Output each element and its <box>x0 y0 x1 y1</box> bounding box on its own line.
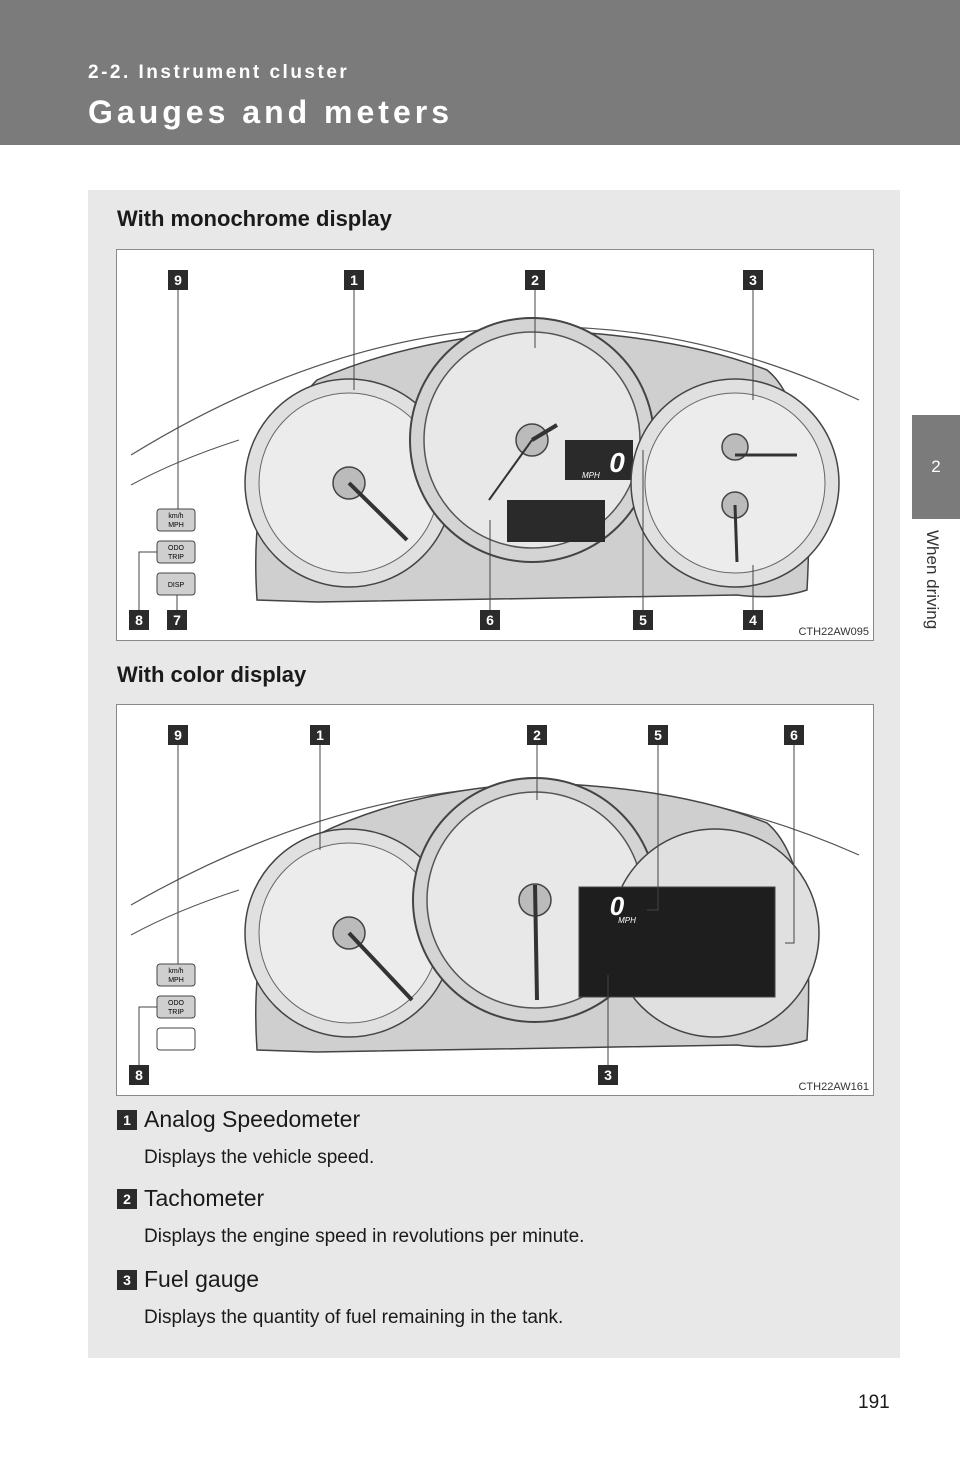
page-header: 2-2. Instrument cluster Gauges and meter… <box>0 0 960 145</box>
figure-color: 0 MPH km/h MPH ODO TRIP 9 1 2 5 <box>116 704 874 1096</box>
page-title: Gauges and meters <box>88 94 453 130</box>
button-disp[interactable]: DISP <box>168 582 185 589</box>
item-desc-speedometer: Displays the vehicle speed. <box>144 1147 375 1168</box>
callout-4: 4 <box>749 612 757 628</box>
button-odo[interactable]: ODO <box>168 1000 185 1007</box>
cluster-illustration-color: 0 MPH km/h MPH ODO TRIP 9 1 2 5 <box>129 725 860 1085</box>
figure-heading-color: With color display <box>117 662 307 687</box>
button-trip[interactable]: TRIP <box>168 1009 184 1016</box>
callout-6: 6 <box>486 612 494 628</box>
speed-unit: MPH <box>618 916 636 925</box>
chapter-label: When driving <box>923 530 942 630</box>
button-odo[interactable]: ODO <box>168 545 185 552</box>
callout-1: 1 <box>316 727 324 743</box>
button-mph[interactable]: MPH <box>168 977 184 984</box>
callout-2: 2 <box>531 272 539 288</box>
callout-6: 6 <box>790 727 798 743</box>
callout-7: 7 <box>173 612 181 628</box>
speed-unit: MPH <box>582 471 600 480</box>
button-kmh[interactable]: km/h <box>168 513 183 520</box>
figure-code: CTH22AW095 <box>798 626 869 638</box>
cluster-illustration-monochrome: 0 MPH km/h MPH ODO TRIP DISP <box>129 270 860 630</box>
item-marker: 3 <box>117 1270 137 1290</box>
item-title-speedometer: Analog Speedometer <box>144 1106 361 1132</box>
speed-readout: 0 <box>609 447 625 478</box>
item-marker: 1 <box>117 1110 137 1130</box>
speed-readout: 0 <box>610 891 625 921</box>
figure-heading-monochrome: With monochrome display <box>117 206 392 231</box>
callout-2: 2 <box>533 727 541 743</box>
callout-9: 9 <box>174 727 182 743</box>
button-mph[interactable]: MPH <box>168 522 184 529</box>
callout-9: 9 <box>174 272 182 288</box>
callout-3: 3 <box>604 1067 612 1083</box>
callout-8: 8 <box>135 1067 143 1083</box>
callout-8: 8 <box>135 612 143 628</box>
button-trip[interactable]: TRIP <box>168 554 184 561</box>
item-title-tachometer: Tachometer <box>144 1185 265 1211</box>
callout-5: 5 <box>654 727 662 743</box>
item-marker: 2 <box>117 1189 137 1209</box>
chapter-tab[interactable]: 2 <box>912 415 960 519</box>
figure-code: CTH22AW161 <box>798 1081 869 1093</box>
callout-5: 5 <box>639 612 647 628</box>
item-title-fuel-gauge: Fuel gauge <box>144 1266 260 1292</box>
item-desc-fuel-gauge: Displays the quantity of fuel remaining … <box>144 1307 564 1328</box>
button-kmh[interactable]: km/h <box>168 968 183 975</box>
callout-1: 1 <box>350 272 358 288</box>
item-desc-tachometer: Displays the engine speed in revolutions… <box>144 1226 585 1247</box>
page-number: 191 <box>858 1392 890 1413</box>
callout-3: 3 <box>749 272 757 288</box>
section-label: 2-2. Instrument cluster <box>88 62 350 83</box>
figure-monochrome: 0 MPH km/h MPH ODO TRIP DISP <box>116 249 874 641</box>
